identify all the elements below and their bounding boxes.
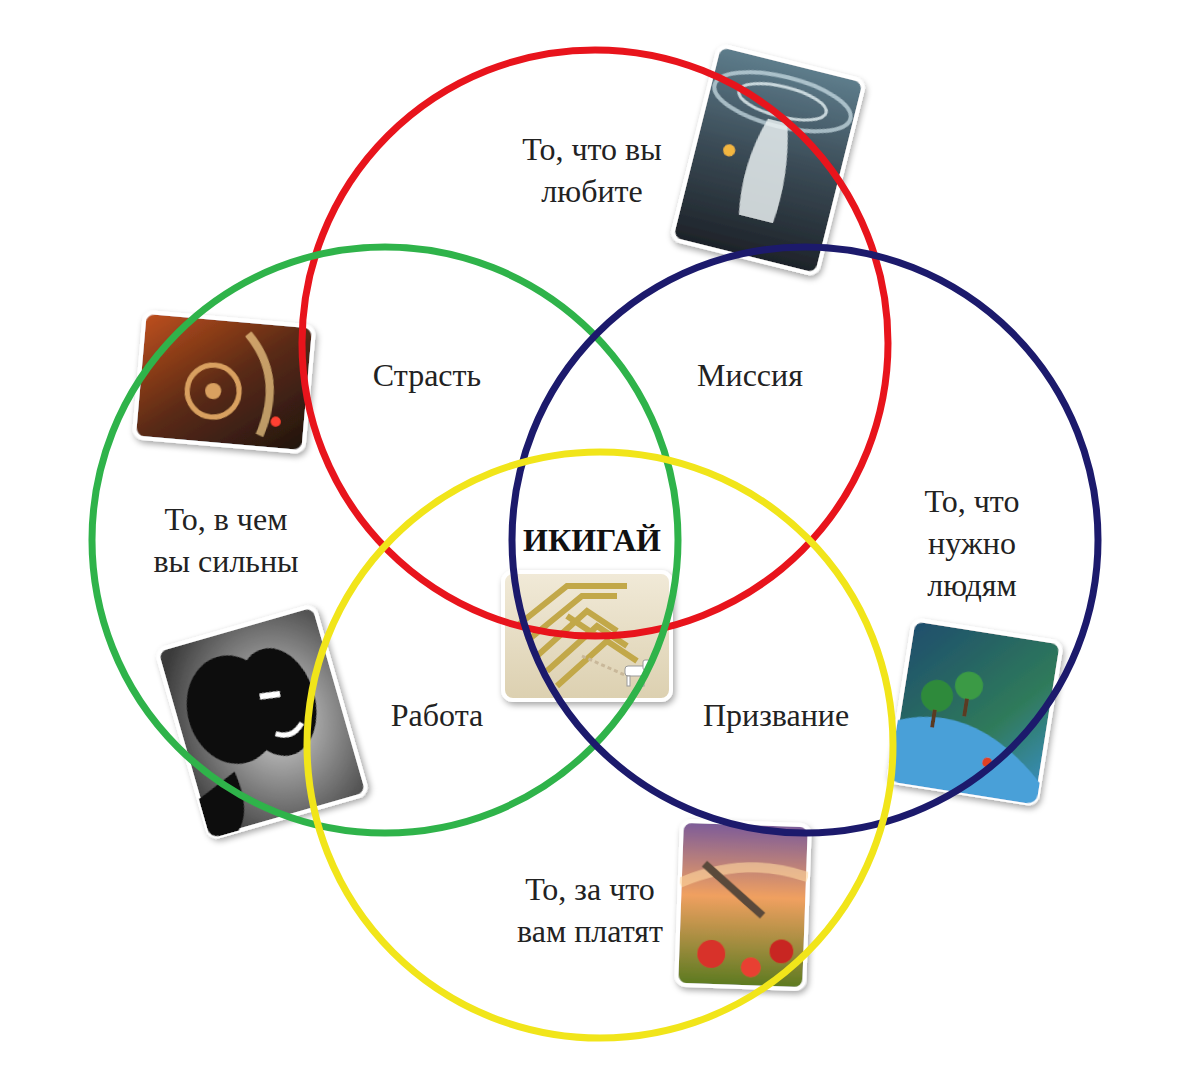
profession-label: Работа: [391, 697, 483, 734]
circle-stroke: [92, 247, 678, 833]
circle-title: То, что нужно людям: [897, 480, 1047, 607]
circle-title: То, что вы любите: [517, 128, 667, 212]
circle-stroke: [302, 50, 888, 636]
vocation-label: Призвание: [703, 697, 849, 734]
passion-label: Страсть: [373, 357, 481, 394]
ikigai-label: ИКИГАЙ: [523, 522, 661, 559]
circle-stroke: [307, 452, 893, 1038]
circle-title: То, за что вам платят: [513, 868, 668, 952]
mission-label: Миссия: [697, 357, 803, 394]
circle-title: То, в чем вы сильны: [151, 498, 301, 582]
